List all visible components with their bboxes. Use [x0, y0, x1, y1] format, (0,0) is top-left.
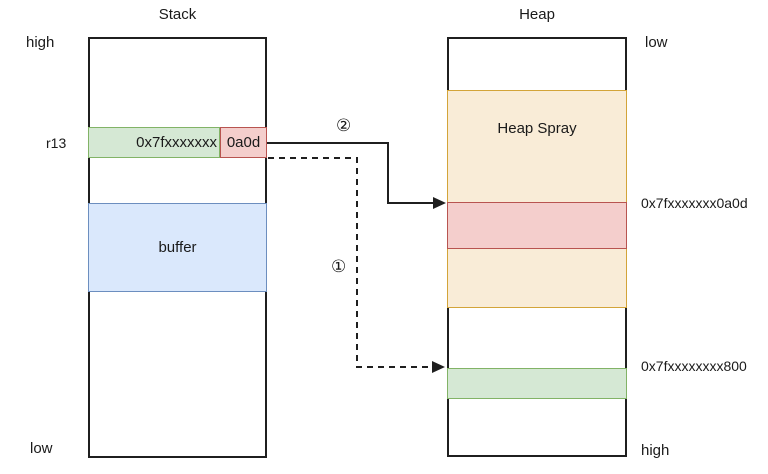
solid-arrow-step2-line	[267, 142, 436, 204]
stack-low-label: low	[30, 440, 53, 457]
heap-original-chunk-band	[447, 368, 627, 399]
heap-target-address-label: 0x7fxxxxxxx0a0d	[641, 195, 748, 211]
heap-title: Heap	[519, 6, 555, 23]
stack-pointer-overwritten-bytes-cell: 0a0d	[220, 127, 267, 158]
heap-spray-region: Heap Spray	[447, 90, 627, 308]
heap-spray-label: Heap Spray	[497, 120, 577, 137]
buffer-region: buffer	[88, 203, 267, 292]
step2-badge: ②	[336, 116, 352, 135]
solid-arrow-step2-head-icon	[433, 197, 446, 209]
heap-base-address-label: 0x7fxxxxxxxx800	[641, 358, 747, 374]
stack-high-label: high	[26, 34, 55, 51]
step1-badge: ①	[331, 257, 347, 276]
heap-low-label: low	[645, 34, 668, 51]
stack-pointer-cell: 0x7fxxxxxxx	[88, 127, 220, 158]
register-r13-label: r13	[46, 135, 67, 151]
stack-title: Stack	[158, 6, 197, 23]
dashed-arrow-step1-head-icon	[432, 361, 445, 373]
dashed-arrow-step1-line	[268, 157, 434, 368]
heap-target-chunk-band	[447, 202, 627, 249]
heap-high-label: high	[641, 442, 670, 459]
